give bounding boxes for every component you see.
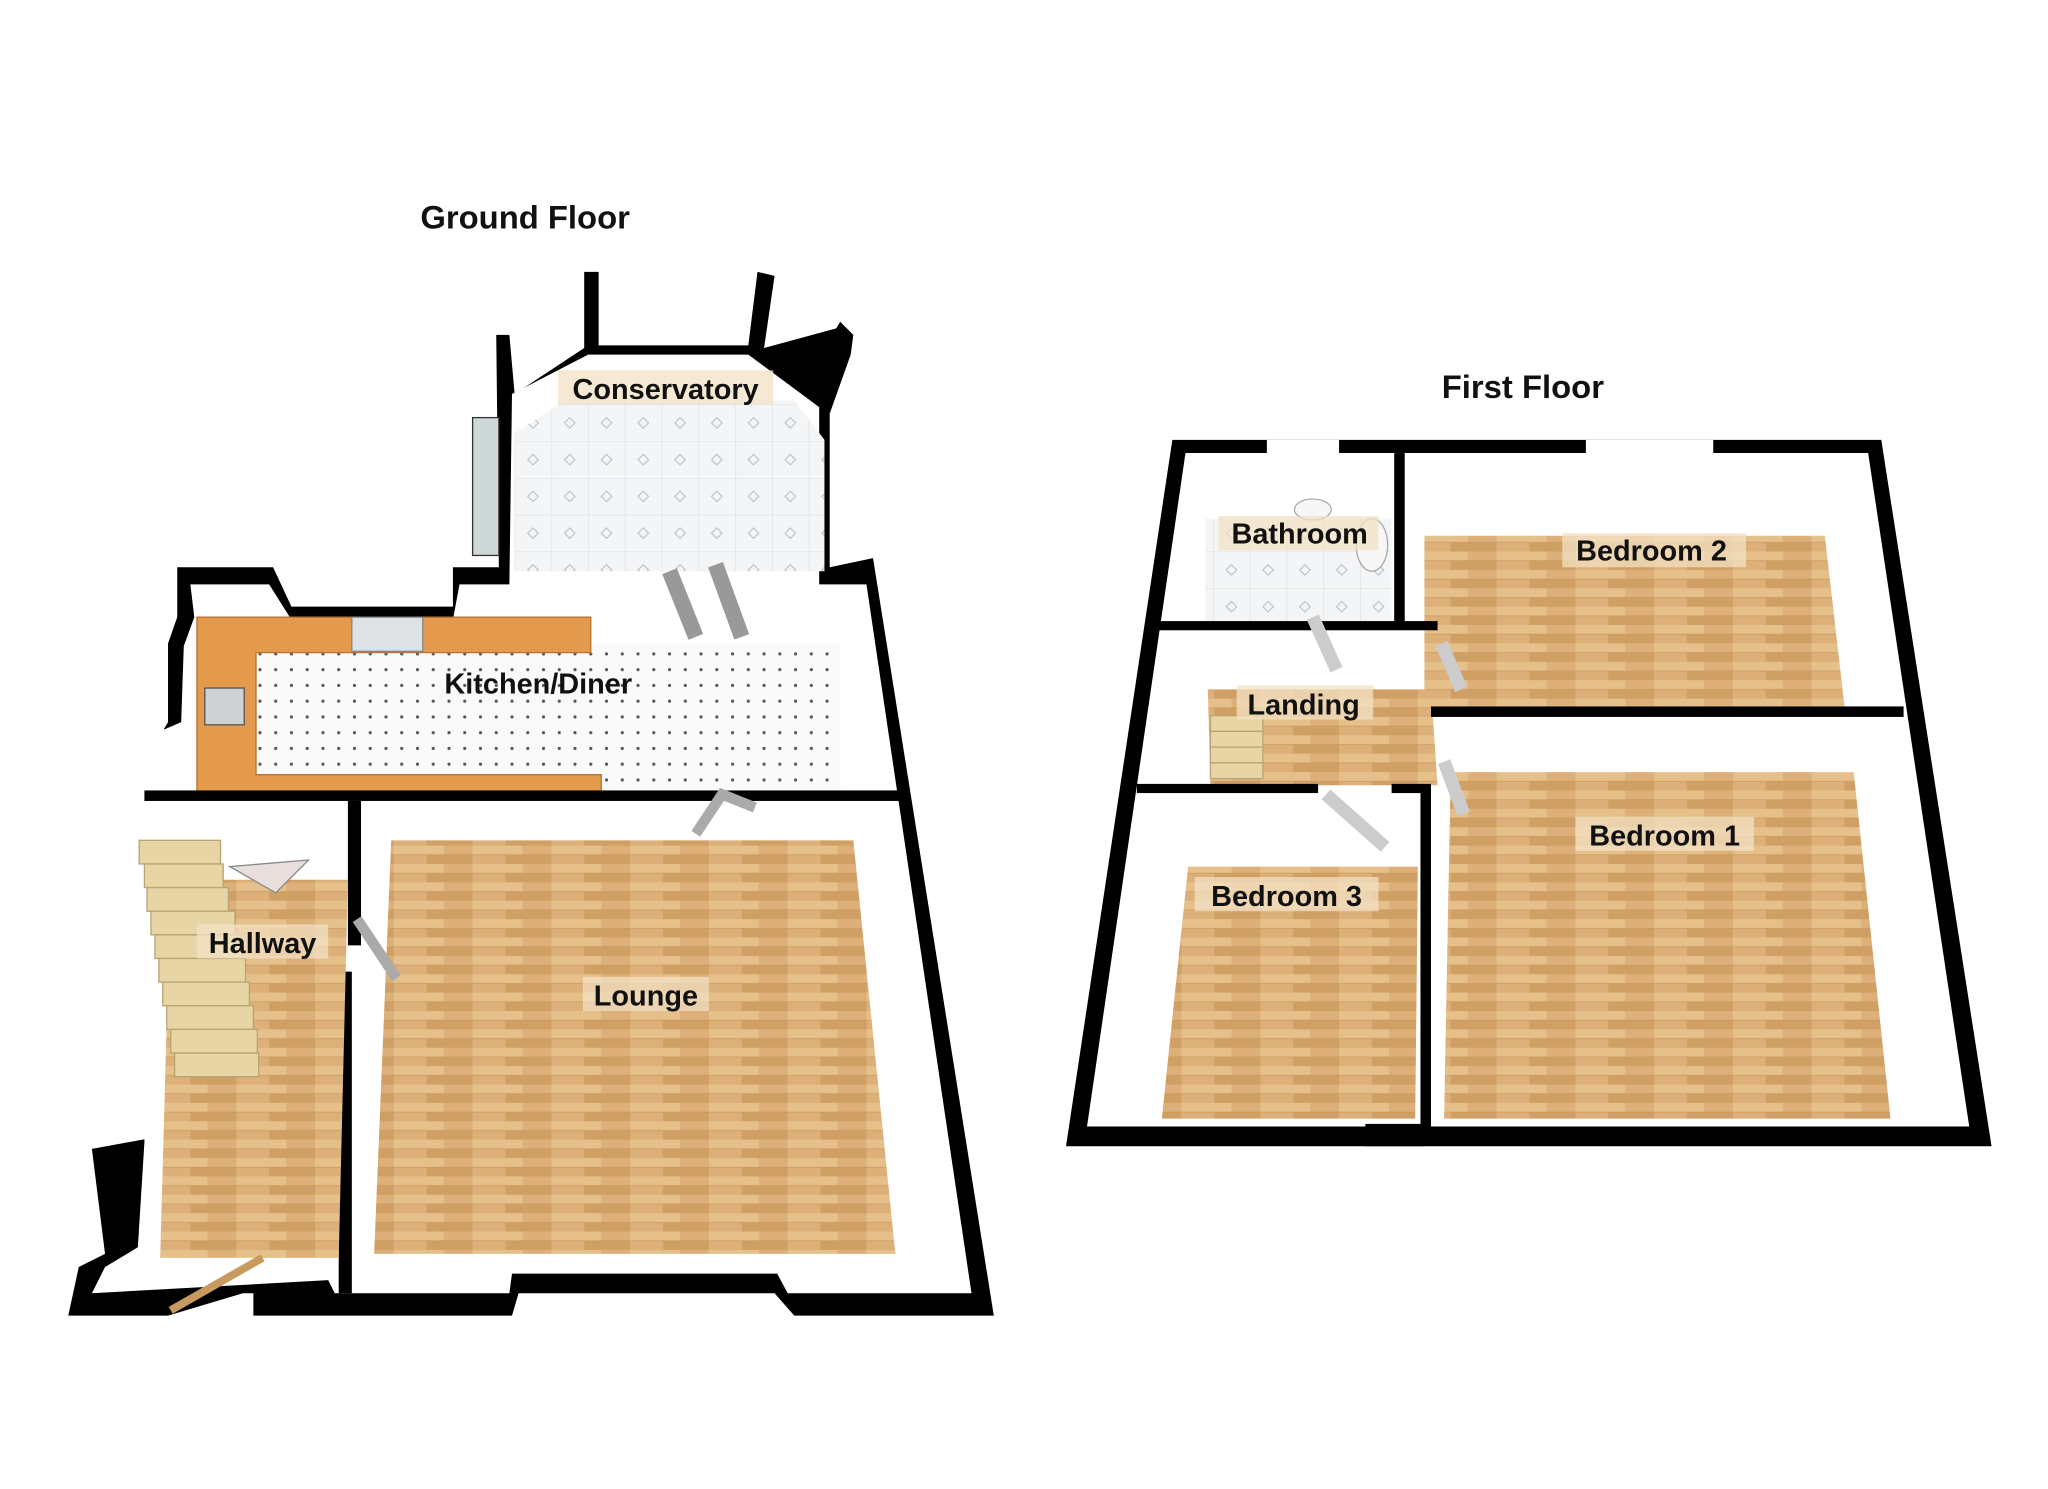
hall-lounge-wall-upper [347,800,362,946]
landing-staircase[interactable] [1209,714,1264,780]
lounge-kitchen-door[interactable] [691,787,757,837]
first-floor: Bathroom Bedroom 2 Landing Bedroom 1 Bed… [1066,439,1992,1147]
bath-landing-wall [1155,621,1438,631]
kitchen-doors[interactable] [662,561,750,640]
conservatory-floor [514,400,825,572]
bed2-bed1-wall [1430,706,1904,717]
lounge-floor [374,840,896,1254]
hallway-door[interactable] [227,859,311,894]
ground-floor: Conservatory Kitchen/Diner Hallway Loung… [68,271,994,1316]
lounge-label-bg [582,976,709,1012]
room-label-landing: Landing [1247,689,1359,721]
landing-bed3-wall-right [1391,783,1431,794]
bed3-bed1-wall [1420,787,1431,1127]
bathroom-label-bg [1218,516,1379,551]
ground-floor-title: Ground Floor [420,199,630,236]
lounge-door[interactable] [352,916,401,982]
room-label-bedroom-3: Bedroom 3 [1211,881,1362,913]
room-label-lounge: Lounge [594,981,698,1013]
bedroom3-floor [1161,866,1418,1119]
bedroom3-label-bg [1194,877,1379,912]
kitchen-floor [256,643,841,791]
bedroom2-floor [1424,535,1845,707]
front-door[interactable] [168,1254,265,1314]
room-label-bedroom-1: Bedroom 1 [1589,821,1740,853]
bedroom1-floor [1444,772,1891,1119]
room-label-conservatory: Conservatory [573,374,759,406]
first-floor-title: First Floor [1442,368,1604,405]
landing-bed3-wall [1136,783,1319,794]
room-label-bathroom: Bathroom [1232,519,1368,551]
landing-label-bg [1236,685,1374,720]
bedroom1-label-bg [1575,816,1754,851]
conservatory-label-bg [557,370,774,405]
hob-icon [204,687,245,726]
conservatory-door[interactable] [471,416,500,557]
room-label-bedroom-2: Bedroom 2 [1576,536,1727,568]
bedroom2-label-bg [1562,533,1747,568]
room-label-kitchen-diner: Kitchen/Diner [444,668,632,700]
sink-icon [351,616,424,652]
first-floor-doors[interactable] [1306,614,1470,852]
room-label-hallway: Hallway [209,928,317,960]
hallway-label-bg [196,924,329,959]
kitchen-lounge-wall [144,790,900,801]
bath-bed2-wall [1394,453,1405,624]
